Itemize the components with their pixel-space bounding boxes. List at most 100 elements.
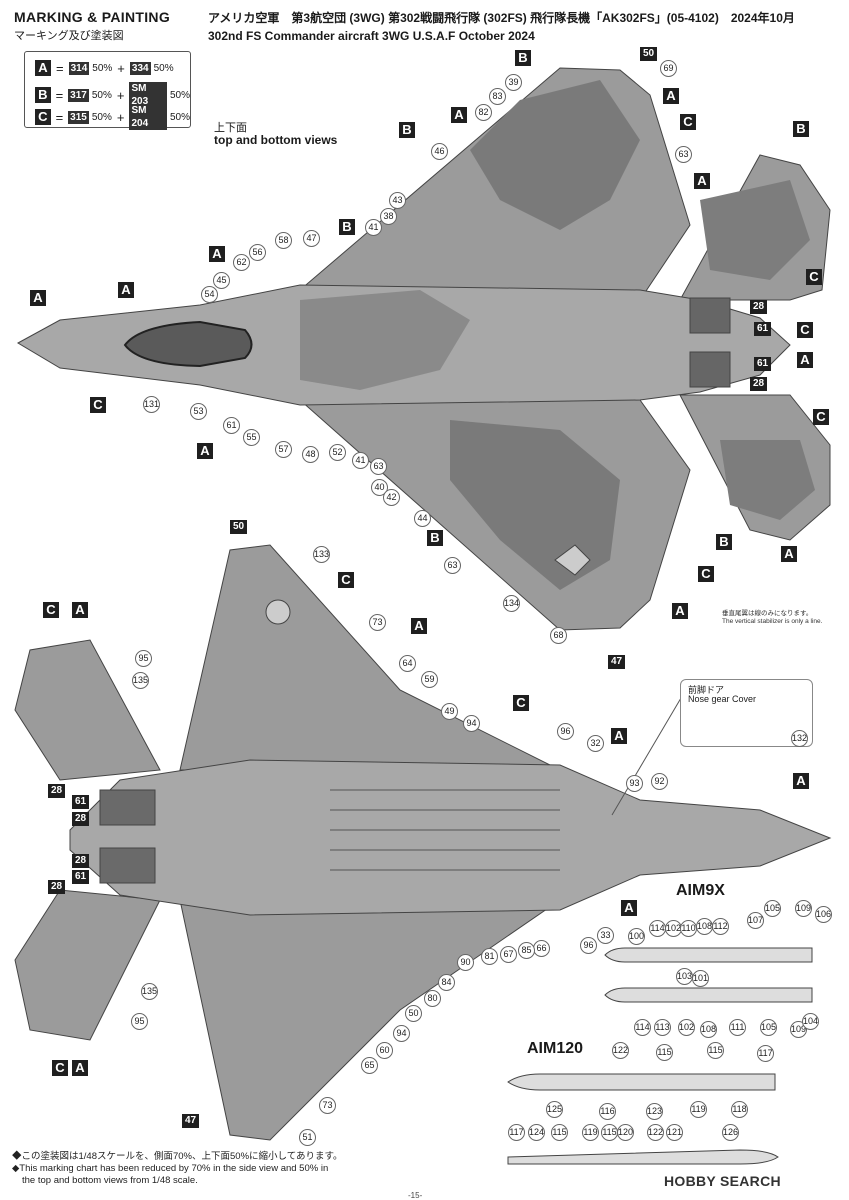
part-label: 28 [72,854,89,868]
callout: 44 [414,510,431,527]
callout: 108 [700,1021,717,1038]
callout: 111 [729,1019,746,1036]
nose-gear-note-jp: 前脚ドア [688,685,725,695]
part-label: 50 [230,520,247,534]
callout: 117 [757,1045,774,1062]
callout: 65 [361,1057,378,1074]
aircraft-title-en: 302nd FS Commander aircraft 3WG U.S.A.F … [208,29,535,43]
callout: 114 [649,920,666,937]
scale-note-en-1: ◆This marking chart has been reduced by … [12,1163,329,1174]
color-label: A [197,443,213,459]
color-label: C [43,602,59,618]
callout: 48 [302,446,319,463]
aim120-missiles [507,1073,779,1165]
color-label: C [797,322,813,338]
callout: 82 [475,104,492,121]
callout: 103 [676,968,693,985]
bottom-view-engine-nozzle [99,847,156,884]
aircraft-title-jp: アメリカ空軍 第3航空団 (3WG) 第302戦闘飛行隊 (302FS) 飛行隊… [208,11,795,25]
legend-percent: 50% [169,89,190,101]
color-label: C [813,409,829,425]
bottom-view-insignia [265,599,291,625]
nose-gear-note: 前脚ドア Nose gear Cover [680,679,813,747]
callout: 112 [712,918,729,935]
callout: 119 [582,1124,599,1141]
callout: 32 [587,735,604,752]
callout: 104 [802,1013,819,1030]
bottom-view-fuselage [69,759,832,916]
scale-note-en-2: the top and bottom views from 1/48 scale… [22,1175,198,1186]
callout: 119 [690,1101,707,1118]
aim9x-missiles [604,947,813,1003]
color-label: A [663,88,679,104]
callout: 84 [438,974,455,991]
aim9x-title: AIM9X [676,882,725,899]
color-label: A [209,246,225,262]
callout: 47 [303,230,320,247]
callout: 93 [626,775,643,792]
color-label: A [672,603,688,619]
callout: 63 [444,557,461,574]
color-label: A [72,602,88,618]
bottom-view-upper-tailplane [14,639,161,781]
legend-color-code: 317 [68,88,89,102]
part-label: 61 [754,357,771,371]
callout: 95 [135,650,152,667]
part-label: 28 [48,880,65,894]
color-label: B [399,122,415,138]
callout: 54 [201,286,218,303]
callout: 124 [528,1124,545,1141]
color-label: B [793,121,809,137]
callout: 50 [405,1005,422,1022]
aim9x-missile [604,987,813,1003]
scale-note: ◆この塗装図は1/48スケールを、側面70%、上下面50%に縮小してあります。 … [12,1151,343,1187]
callout: 57 [275,441,292,458]
nose-gear-note-en: Nose gear Cover [688,694,757,704]
callout: 39 [505,74,522,91]
color-label: A [411,618,427,634]
page-title: MARKING & PAINTING [14,9,171,25]
part-label: 47 [608,655,625,669]
callout: 101 [692,970,709,987]
color-label: A [781,546,797,562]
callout: 107 [747,912,764,929]
callout: 108 [696,918,713,935]
callout: 46 [431,143,448,160]
callout: 38 [380,208,397,225]
callout: 118 [731,1101,748,1118]
callout: 110 [680,920,697,937]
legend-key: C [35,109,51,125]
color-label: C [680,114,696,130]
callout: 42 [383,489,400,506]
callout: 115 [551,1124,568,1141]
bottom-view-aircraft [14,544,832,1141]
callout: 94 [393,1025,410,1042]
top-view-insignia [554,544,591,576]
color-label: A [621,900,637,916]
callout: 41 [352,452,369,469]
callout: 92 [651,773,668,790]
callout: 134 [503,595,520,612]
callout: 121 [666,1124,683,1141]
part-label: 28 [48,784,65,798]
legend-color-code: 314 [68,61,90,75]
callout: 67 [500,946,517,963]
callout: 69 [660,60,677,77]
top-view-camo-patch [700,180,810,280]
callout: 62 [233,254,250,271]
leader-line [611,697,682,816]
callout: 114 [634,1019,651,1036]
page-number: -15- [408,1191,423,1200]
callout: 123 [646,1103,663,1120]
aim120-title: AIM120 [527,1040,584,1057]
callout: 55 [243,429,260,446]
callout: 135 [141,983,158,1000]
color-label: C [90,397,106,413]
top-view-camo-patch [300,290,470,390]
color-label: A [793,773,809,789]
callout: 45 [213,272,230,289]
color-label: C [513,695,529,711]
aim9x-missile [604,947,813,963]
callout: 81 [481,948,498,965]
